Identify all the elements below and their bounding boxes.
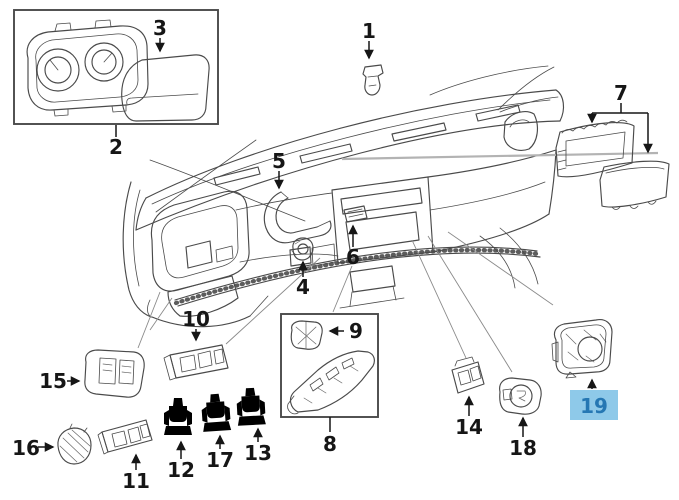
part-label-19[interactable]: 19 <box>580 394 608 418</box>
part-1-drawing <box>362 64 384 96</box>
part-8-drawing <box>287 350 375 415</box>
part-7-drawing <box>555 119 670 210</box>
group-box-cluster <box>13 9 219 125</box>
leader-lines <box>137 231 554 373</box>
leader-line-gray <box>341 151 659 161</box>
part-16-drawing <box>57 423 92 465</box>
part-label-16[interactable]: 16 <box>12 436 40 460</box>
part-label-11[interactable]: 11 <box>122 469 150 493</box>
group-box-bracket <box>280 313 379 418</box>
part-9-drawing <box>290 320 323 350</box>
part-label-6[interactable]: 6 <box>346 245 360 269</box>
part-5-drawing <box>263 191 332 244</box>
part-label-17[interactable]: 17 <box>206 448 234 472</box>
part-label-13[interactable]: 13 <box>244 441 272 465</box>
part-label-18[interactable]: 18 <box>509 436 537 460</box>
part-17-drawing <box>200 393 232 436</box>
part-15-drawing <box>84 349 145 398</box>
part-14-drawing <box>451 356 485 394</box>
part-10-drawing <box>163 344 229 381</box>
part-label-15[interactable]: 15 <box>39 369 67 393</box>
part-label-3[interactable]: 3 <box>153 16 167 40</box>
part-6-drawing <box>343 205 368 223</box>
part-13-drawing <box>235 387 267 430</box>
part-12-drawing <box>164 398 192 439</box>
part-label-12[interactable]: 12 <box>167 458 195 482</box>
highlight-box <box>570 390 618 420</box>
part-labels: 1 2 3 4 5 6 7 8 9 10 11 12 13 14 15 16 1… <box>12 16 628 493</box>
part-2-drawing <box>26 19 149 117</box>
part-11-drawing <box>97 419 153 455</box>
part-label-4[interactable]: 4 <box>296 275 310 299</box>
part-label-14[interactable]: 14 <box>455 415 483 439</box>
part-19-drawing <box>551 319 613 379</box>
part-label-7[interactable]: 7 <box>614 81 628 105</box>
part-label-2[interactable]: 2 <box>109 135 123 159</box>
part-label-9[interactable]: 9 <box>349 319 363 343</box>
part-label-5[interactable]: 5 <box>272 149 286 173</box>
part-18-drawing <box>499 377 542 415</box>
part-label-19-highlighted[interactable]: 19 <box>570 390 618 420</box>
part-label-1[interactable]: 1 <box>362 19 376 43</box>
part-label-8[interactable]: 8 <box>323 432 337 456</box>
part-3-drawing <box>121 54 210 122</box>
part-label-10[interactable]: 10 <box>182 307 210 331</box>
part-4-drawing <box>291 237 314 261</box>
callout-arrows <box>38 38 653 470</box>
